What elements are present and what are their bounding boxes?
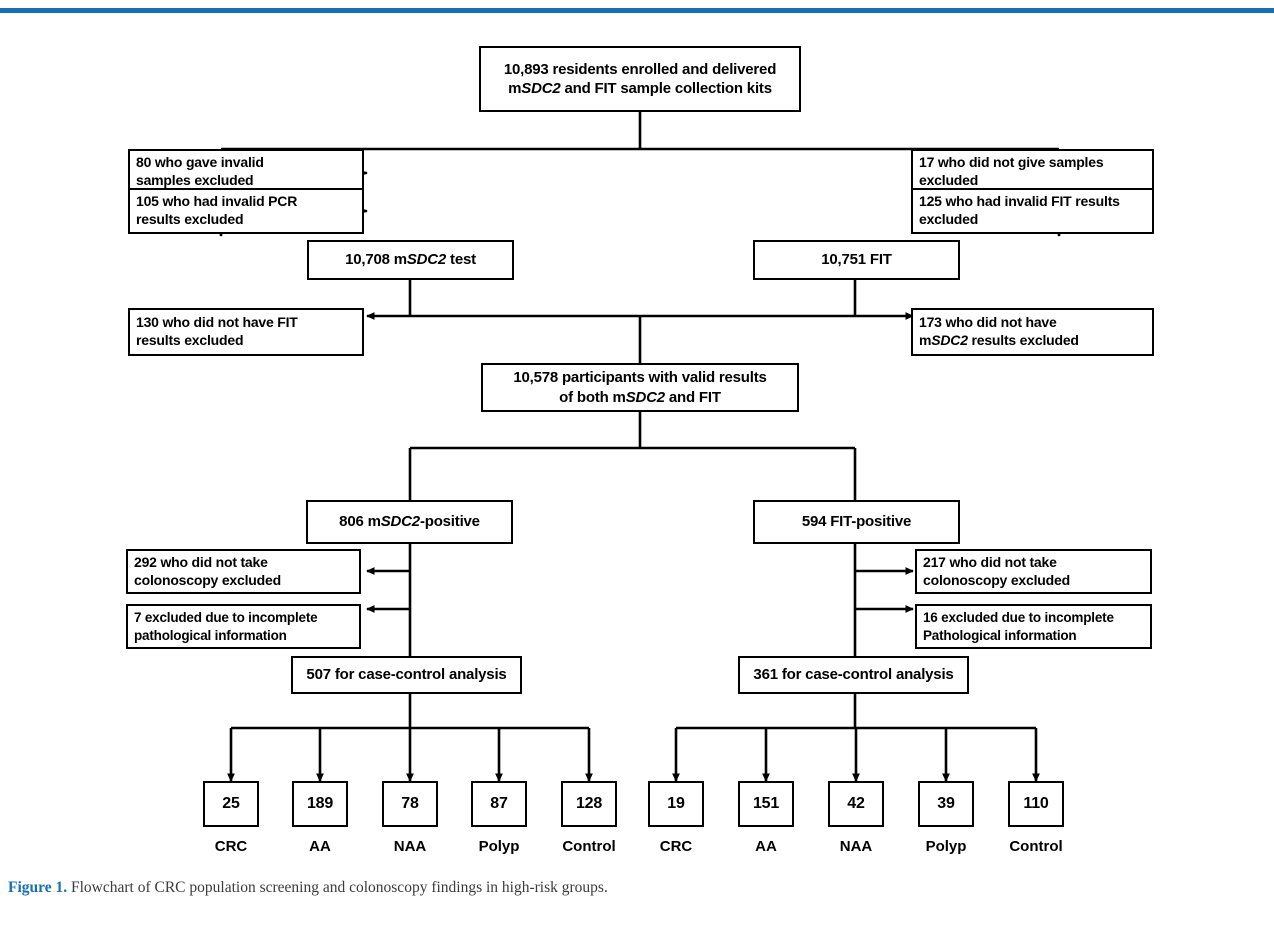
- box-enrolled: 10,893 residents enrolled and delivered …: [479, 46, 801, 112]
- excl-no-msdc2-line1: 173 who did not have: [919, 314, 1057, 331]
- msdc2-positive-prefix: 806 m: [339, 513, 381, 531]
- box-excluded-incomplete-path-left: 7 excluded due to incomplete pathologica…: [126, 604, 361, 649]
- box-excluded-invalid-pcr: 105 who had invalid PCR results excluded: [128, 188, 364, 234]
- figure-caption-text: Flowchart of CRC population screening an…: [67, 879, 608, 896]
- leaf-value: 42: [847, 794, 865, 812]
- excl-invalid-samples-line2: samples excluded: [136, 172, 254, 188]
- excl-no-fit-line2: results excluded: [136, 332, 244, 348]
- excl-invalid-pcr-line2: results excluded: [136, 211, 244, 227]
- box-enrolled-gene: SDC2: [521, 80, 561, 97]
- leaf-value: 25: [222, 794, 240, 812]
- leaf-label: CRC: [214, 838, 248, 855]
- excl-no-msdc2-gene: SDC2: [931, 332, 968, 348]
- box-excluded-no-samples: 17 who did not give samples excluded: [911, 149, 1154, 195]
- excl-invalid-fit-line1: 125 who had invalid FIT results: [919, 193, 1120, 210]
- leaf-label: Polyp: [478, 838, 520, 855]
- valid-both-line2-suffix: and FIT: [664, 388, 721, 406]
- excl-incomplete-right-line1: 16 excluded due to incomplete: [923, 610, 1114, 626]
- leaf-label: Control: [1009, 838, 1063, 855]
- leaf-box: 189: [292, 781, 348, 827]
- box-excluded-incomplete-path-right: 16 excluded due to incomplete Pathologic…: [915, 604, 1152, 649]
- excl-incomplete-right-line2: Pathological information: [923, 627, 1077, 643]
- leaf-box: 151: [738, 781, 794, 827]
- leaf-label: Control: [562, 838, 616, 855]
- msdc2-test-suffix: test: [446, 251, 476, 269]
- leaf-value: 19: [667, 794, 685, 812]
- excl-incomplete-left-line2: pathological information: [134, 627, 287, 643]
- leaf-label: CRC: [659, 838, 693, 855]
- excl-invalid-pcr-line1: 105 who had invalid PCR: [136, 193, 298, 210]
- excl-no-colo-right-line2: colonoscopy excluded: [923, 571, 1070, 588]
- leaf-value: 87: [490, 794, 508, 812]
- box-fit-positive: 594 FIT-positive: [753, 500, 960, 544]
- box-msdc2-test: 10,708 mSDC2 test: [307, 240, 514, 280]
- box-excluded-no-msdc2-results: 173 who did not have mSDC2 results exclu…: [911, 308, 1154, 356]
- box-case-control-left: 507 for case-control analysis: [291, 656, 522, 694]
- header-rule: [0, 8, 1274, 13]
- leaf-value: 110: [1023, 794, 1049, 812]
- excl-invalid-samples-line1: 80 who gave invalid: [136, 154, 264, 171]
- leaf-value: 39: [937, 794, 955, 812]
- leaf-label: NAA: [839, 838, 873, 855]
- leaf-box: 42: [828, 781, 884, 827]
- box-valid-both: 10,578 participants with valid results o…: [481, 363, 799, 412]
- excl-no-fit-line1: 130 who did not have FIT: [136, 314, 298, 331]
- leaf-box: 19: [648, 781, 704, 827]
- box-enrolled-line2-suffix: and FIT sample collection kits: [560, 80, 772, 97]
- box-msdc2-positive: 806 mSDC2-positive: [306, 500, 513, 544]
- leaf-box: 78: [382, 781, 438, 827]
- leaf-value: 151: [752, 794, 780, 812]
- flowchart-connectors: [217, 112, 1063, 782]
- leaf-box: 39: [918, 781, 974, 827]
- leaf-value: 128: [575, 794, 603, 812]
- box-case-control-right: 361 for case-control analysis: [738, 656, 969, 694]
- leaf-box: 110: [1008, 781, 1064, 827]
- msdc2-test-gene: SDC2: [406, 251, 447, 269]
- leaf-label: NAA: [393, 838, 427, 855]
- figure-caption-lead: Figure 1.: [8, 879, 68, 896]
- box-enrolled-line1: 10,893 residents enrolled and delivered: [503, 60, 777, 78]
- leaf-label: AA: [755, 838, 777, 855]
- figure-caption: Figure 1. Flowchart of CRC population sc…: [8, 878, 1188, 899]
- valid-both-gene: SDC2: [625, 388, 665, 406]
- fit-test-label: 10,751 FIT: [821, 251, 892, 269]
- leaf-value: 189: [306, 794, 334, 812]
- valid-both-line1: 10,578 participants with valid results: [513, 369, 767, 387]
- leaf-value: 78: [401, 794, 419, 812]
- valid-both-line2-prefix: of both m: [559, 388, 626, 406]
- excl-no-samples-line2: excluded: [919, 172, 979, 188]
- box-excluded-no-colonoscopy-right: 217 who did not take colonoscopy exclude…: [915, 549, 1152, 594]
- leaf-label: AA: [309, 838, 331, 855]
- excl-no-colo-left-line1: 292 who did not take: [134, 553, 268, 570]
- figure-flowchart: 10,893 residents enrolled and delivered …: [0, 18, 1274, 863]
- case-control-right-label: 361 for case-control analysis: [753, 666, 954, 684]
- excl-no-msdc2-line2-suffix: results excluded: [967, 332, 1079, 348]
- box-excluded-no-colonoscopy-left: 292 who did not take colonoscopy exclude…: [126, 549, 361, 594]
- fit-positive-label: 594 FIT-positive: [801, 513, 912, 531]
- excl-no-colo-left-line2: colonoscopy excluded: [134, 571, 281, 588]
- box-excluded-invalid-fit: 125 who had invalid FIT results excluded: [911, 188, 1154, 234]
- box-fit-test: 10,751 FIT: [753, 240, 960, 280]
- excl-invalid-fit-line2: excluded: [919, 211, 979, 227]
- leaf-label: Polyp: [925, 838, 967, 855]
- case-control-left-label: 507 for case-control analysis: [306, 666, 507, 684]
- excl-no-msdc2-line2-prefix: m: [919, 332, 932, 348]
- box-excluded-invalid-samples: 80 who gave invalid samples excluded: [128, 149, 364, 195]
- excl-no-samples-line1: 17 who did not give samples: [919, 154, 1104, 171]
- leaf-box: 87: [471, 781, 527, 827]
- leaf-box: 128: [561, 781, 617, 827]
- excl-incomplete-left-line1: 7 excluded due to incomplete: [134, 610, 318, 626]
- msdc2-positive-suffix: -positive: [419, 513, 480, 531]
- excl-no-colo-right-line1: 217 who did not take: [923, 553, 1057, 570]
- box-excluded-no-fit-results: 130 who did not have FIT results exclude…: [128, 308, 364, 356]
- msdc2-positive-gene: SDC2: [380, 513, 420, 531]
- box-enrolled-line2-prefix: m: [508, 80, 522, 97]
- leaf-box: 25: [203, 781, 259, 827]
- msdc2-test-prefix: 10,708 m: [345, 251, 407, 269]
